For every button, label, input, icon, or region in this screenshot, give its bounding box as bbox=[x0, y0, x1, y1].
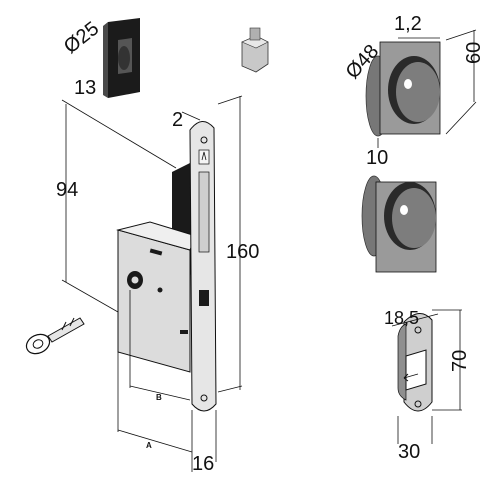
cylinder-diameter-label: Ø25 bbox=[60, 18, 103, 59]
key-icon bbox=[25, 317, 85, 355]
strike-height-label: 70 bbox=[449, 350, 471, 372]
rose-dimension-lines bbox=[377, 29, 477, 148]
spindle-part bbox=[241, 27, 269, 73]
rose-bottom bbox=[361, 175, 437, 273]
rose-top bbox=[365, 41, 441, 137]
rose-depth-label: 10 bbox=[366, 147, 388, 169]
main-body-dimension-lines bbox=[61, 95, 243, 472]
strike-outer-width-label: 30 bbox=[398, 441, 420, 463]
rose-size-label: 60 bbox=[463, 42, 485, 64]
strike-dimension-lines bbox=[391, 309, 462, 444]
strike-width-label: 18,5 bbox=[384, 308, 419, 328]
strike-plate bbox=[397, 313, 433, 412]
backset-a-label: A bbox=[146, 441, 152, 450]
cylinder-insert bbox=[103, 18, 140, 98]
faceplate-length-label: 160 bbox=[226, 241, 259, 263]
body-height-label: 94 bbox=[56, 179, 78, 201]
cylinder-depth-label: 13 bbox=[74, 77, 96, 99]
rose-thickness-label: 1,2 bbox=[394, 13, 422, 35]
backset-b-label: B bbox=[156, 393, 162, 402]
lock-body bbox=[116, 121, 217, 412]
faceplate-thickness-label: 2 bbox=[172, 109, 183, 131]
faceplate-width-label: 16 bbox=[192, 453, 214, 475]
